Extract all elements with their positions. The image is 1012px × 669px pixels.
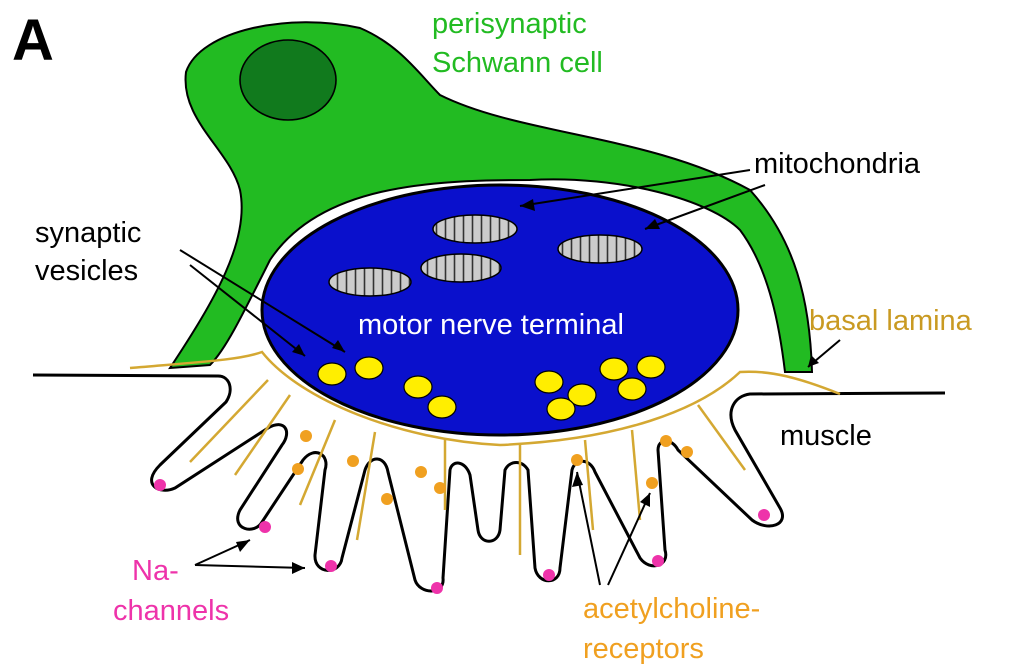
label-vesicles-line1: synaptic [35,217,141,249]
label-vesicles-line2: vesicles [35,255,138,287]
mitochondrion [421,254,501,282]
synaptic-vesicle [600,358,628,380]
panel-letter: A [12,8,54,73]
label-na-line1: Na- [132,555,179,587]
synaptic-vesicle [404,376,432,398]
label-schwann-line1: perisynaptic [432,8,587,40]
na-channel-dot [652,555,664,567]
achr-dot [381,493,393,505]
label-mitochondria: mitochondria [754,148,921,180]
mitochondrion [558,235,642,263]
label-schwann-line2: Schwann cell [432,47,603,79]
na-channel-dot [758,509,770,521]
na-dots-group [154,479,770,594]
label-na-line2: channels [113,595,229,627]
mitochondrion [433,215,517,243]
na-channel-dot [543,569,555,581]
label-basal-lamina: basal lamina [809,305,973,337]
label-terminal: motor nerve terminal [358,309,624,341]
na-channel-dot [259,521,271,533]
achr-dot [660,435,672,447]
schwann-nucleus [240,40,336,120]
label-achr-line2: receptors [583,633,704,665]
na-channel-dot [154,479,166,491]
synaptic-vesicle [547,398,575,420]
achr-dot [646,477,658,489]
mitochondrion [329,268,411,296]
synaptic-vesicle [355,357,383,379]
achr-dot [300,430,312,442]
synaptic-vesicle [618,378,646,400]
synaptic-vesicle [637,356,665,378]
achr-dot [571,454,583,466]
na-channel-dot [325,560,337,572]
synaptic-vesicle [535,371,563,393]
label-achr-line1: acetylcholine- [583,593,760,625]
achr-dot [681,446,693,458]
label-muscle: muscle [780,420,872,452]
synaptic-vesicle [318,363,346,385]
achr-dot [347,455,359,467]
achr-dot [434,482,446,494]
achr-dot [292,463,304,475]
achr-dot [415,466,427,478]
synaptic-vesicle [428,396,456,418]
na-channel-dot [431,582,443,594]
